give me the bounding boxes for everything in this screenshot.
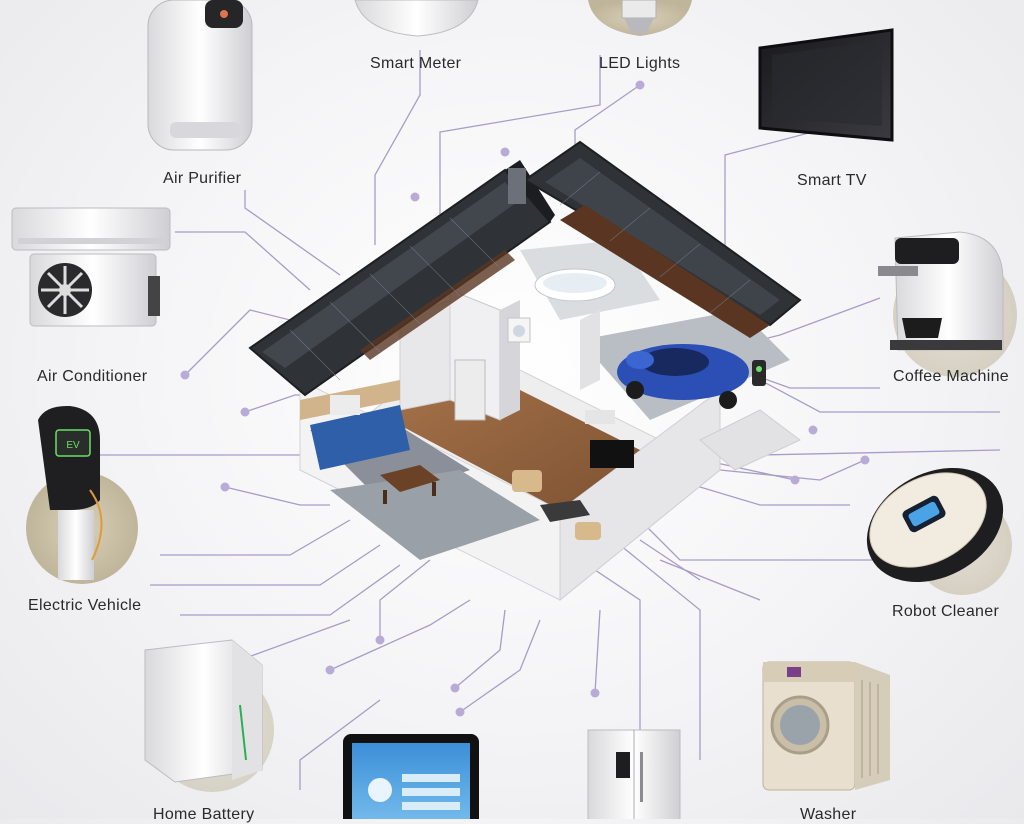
- connector-node: [410, 192, 420, 202]
- washing-machine-icon: [762, 661, 890, 791]
- refrigerator-icon: [587, 729, 681, 824]
- connector-line: [439, 55, 601, 230]
- connector-node: [450, 683, 460, 693]
- battery-unit-icon: [144, 639, 274, 792]
- television-icon: [758, 28, 894, 142]
- connector-node: [790, 475, 800, 485]
- connector-line: [329, 599, 471, 671]
- robot-vacuum-icon: [866, 467, 1012, 595]
- connector-node: [375, 635, 385, 645]
- connector-line: [639, 519, 880, 561]
- led-bulb-icon: [588, 0, 692, 36]
- connector-line: [180, 564, 401, 616]
- connector-line: [594, 609, 601, 694]
- connector-line: [374, 50, 421, 245]
- connector-node: [860, 455, 870, 465]
- air-purifier-icon: [147, 0, 253, 151]
- label-smart-meter: Smart Meter: [370, 55, 462, 72]
- connector-node: [500, 147, 510, 157]
- label-washer: Washer: [800, 806, 857, 823]
- smart-meter-icon: [354, 0, 479, 37]
- connector-line: [459, 619, 541, 713]
- connector-nodes: [180, 80, 870, 717]
- ev-charger-icon: EV: [26, 405, 138, 584]
- coffee-machine-icon: [878, 231, 1017, 377]
- connector-node: [220, 482, 230, 492]
- label-smart-tv: Smart TV: [797, 172, 867, 189]
- connector-line: [759, 379, 1000, 413]
- connector-node: [455, 707, 465, 717]
- connector-line: [639, 539, 701, 581]
- label-robot-cleaner: Robot Cleaner: [892, 603, 1000, 620]
- connector-line: [454, 609, 506, 689]
- label-air-purifier: Air Purifier: [163, 170, 242, 187]
- connector-node: [635, 80, 645, 90]
- connector-line: [719, 459, 866, 481]
- air-conditioner-icon: [11, 207, 171, 327]
- car-icon: [617, 344, 749, 409]
- connector-node: [180, 370, 190, 380]
- connector-line: [160, 519, 351, 556]
- connector-line: [619, 544, 701, 760]
- connector-line: [175, 231, 311, 291]
- connector-line: [659, 559, 761, 601]
- connector-node: [240, 407, 250, 417]
- connector-node: [325, 665, 335, 675]
- label-home-battery: Home Battery: [153, 806, 255, 823]
- connector-line: [244, 190, 341, 276]
- connector-line: [579, 559, 641, 750]
- connector-line: [150, 544, 381, 586]
- connector-line: [239, 619, 351, 661]
- connector-line: [299, 699, 381, 790]
- label-coffee-machine: Coffee Machine: [893, 368, 1009, 385]
- connector-node: [590, 688, 600, 698]
- label-led-lights: LED Lights: [599, 55, 681, 72]
- tablet-icon: [343, 734, 479, 824]
- connector-line: [379, 559, 431, 640]
- smart-home-cutaway-icon: [248, 140, 802, 602]
- label-electric-vehicle: Electric Vehicle: [28, 597, 142, 614]
- label-air-conditioner: Air Conditioner: [37, 368, 148, 385]
- connector-line: [224, 486, 330, 506]
- connector-node: [808, 425, 818, 435]
- svg-text:EV: EV: [66, 440, 80, 451]
